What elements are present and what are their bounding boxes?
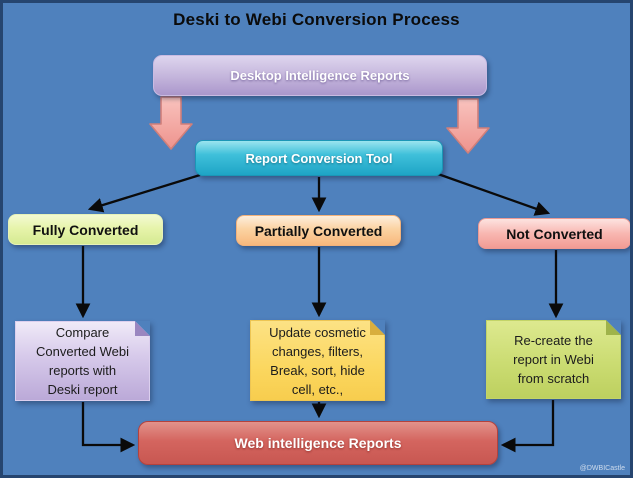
note-line: Break, sort, hide [270,362,365,378]
note-update-cosmetic-changes: Update cosmetic changes, filters, Break,… [250,320,385,401]
node-not-converted: Not Converted [478,218,630,249]
note-line: report in Webi [513,352,594,367]
node-label: Partially Converted [254,222,383,239]
block-arrow-right [446,98,490,154]
note-line: cell, etc., [291,381,344,397]
note-recreate-report: Re-create the report in Webi from scratc… [486,320,621,399]
node-label: Web intelligence Reports [234,435,402,451]
edge-tool-fully [87,173,201,213]
node-report-conversion-tool: Report Conversion Tool [195,140,443,176]
folded-corner-cut [370,320,385,335]
diagram-title: Deski to Webi Conversion Process [173,10,460,29]
node-label: Not Converted [506,225,603,242]
note-line: changes, filters, [271,343,364,359]
note-line: from scratch [517,371,590,386]
note-line: Compare [55,325,110,340]
folded-corner-cut [606,320,621,335]
edge-purplenote-target [81,402,136,453]
note-line: Deski report [47,382,118,397]
node-partially-converted: Partially Converted [236,215,401,246]
node-label: Fully Converted [32,221,139,238]
block-arrow-left [149,96,193,150]
note-line: reports with [48,363,117,378]
node-fully-converted: Fully Converted [8,214,163,245]
note-compare-converted-webi: Compare Converted Webi reports with Desk… [15,321,150,401]
node-web-intelligence-reports: Web intelligence Reports [138,421,498,465]
edge-greennote-target [500,400,555,453]
edge-tool-notconverted [437,172,551,216]
node-label: Desktop Intelligence Reports [230,68,410,83]
note-line: Re-create the [514,333,593,348]
folded-corner-cut [135,321,150,336]
node-desktop-intelligence-reports: Desktop Intelligence Reports [153,55,487,96]
note-line: Update cosmetic [269,324,366,340]
note-line: Converted Webi [36,344,129,359]
node-label: Report Conversion Tool [245,150,393,166]
watermark-text: @DWBICastle [579,465,625,472]
